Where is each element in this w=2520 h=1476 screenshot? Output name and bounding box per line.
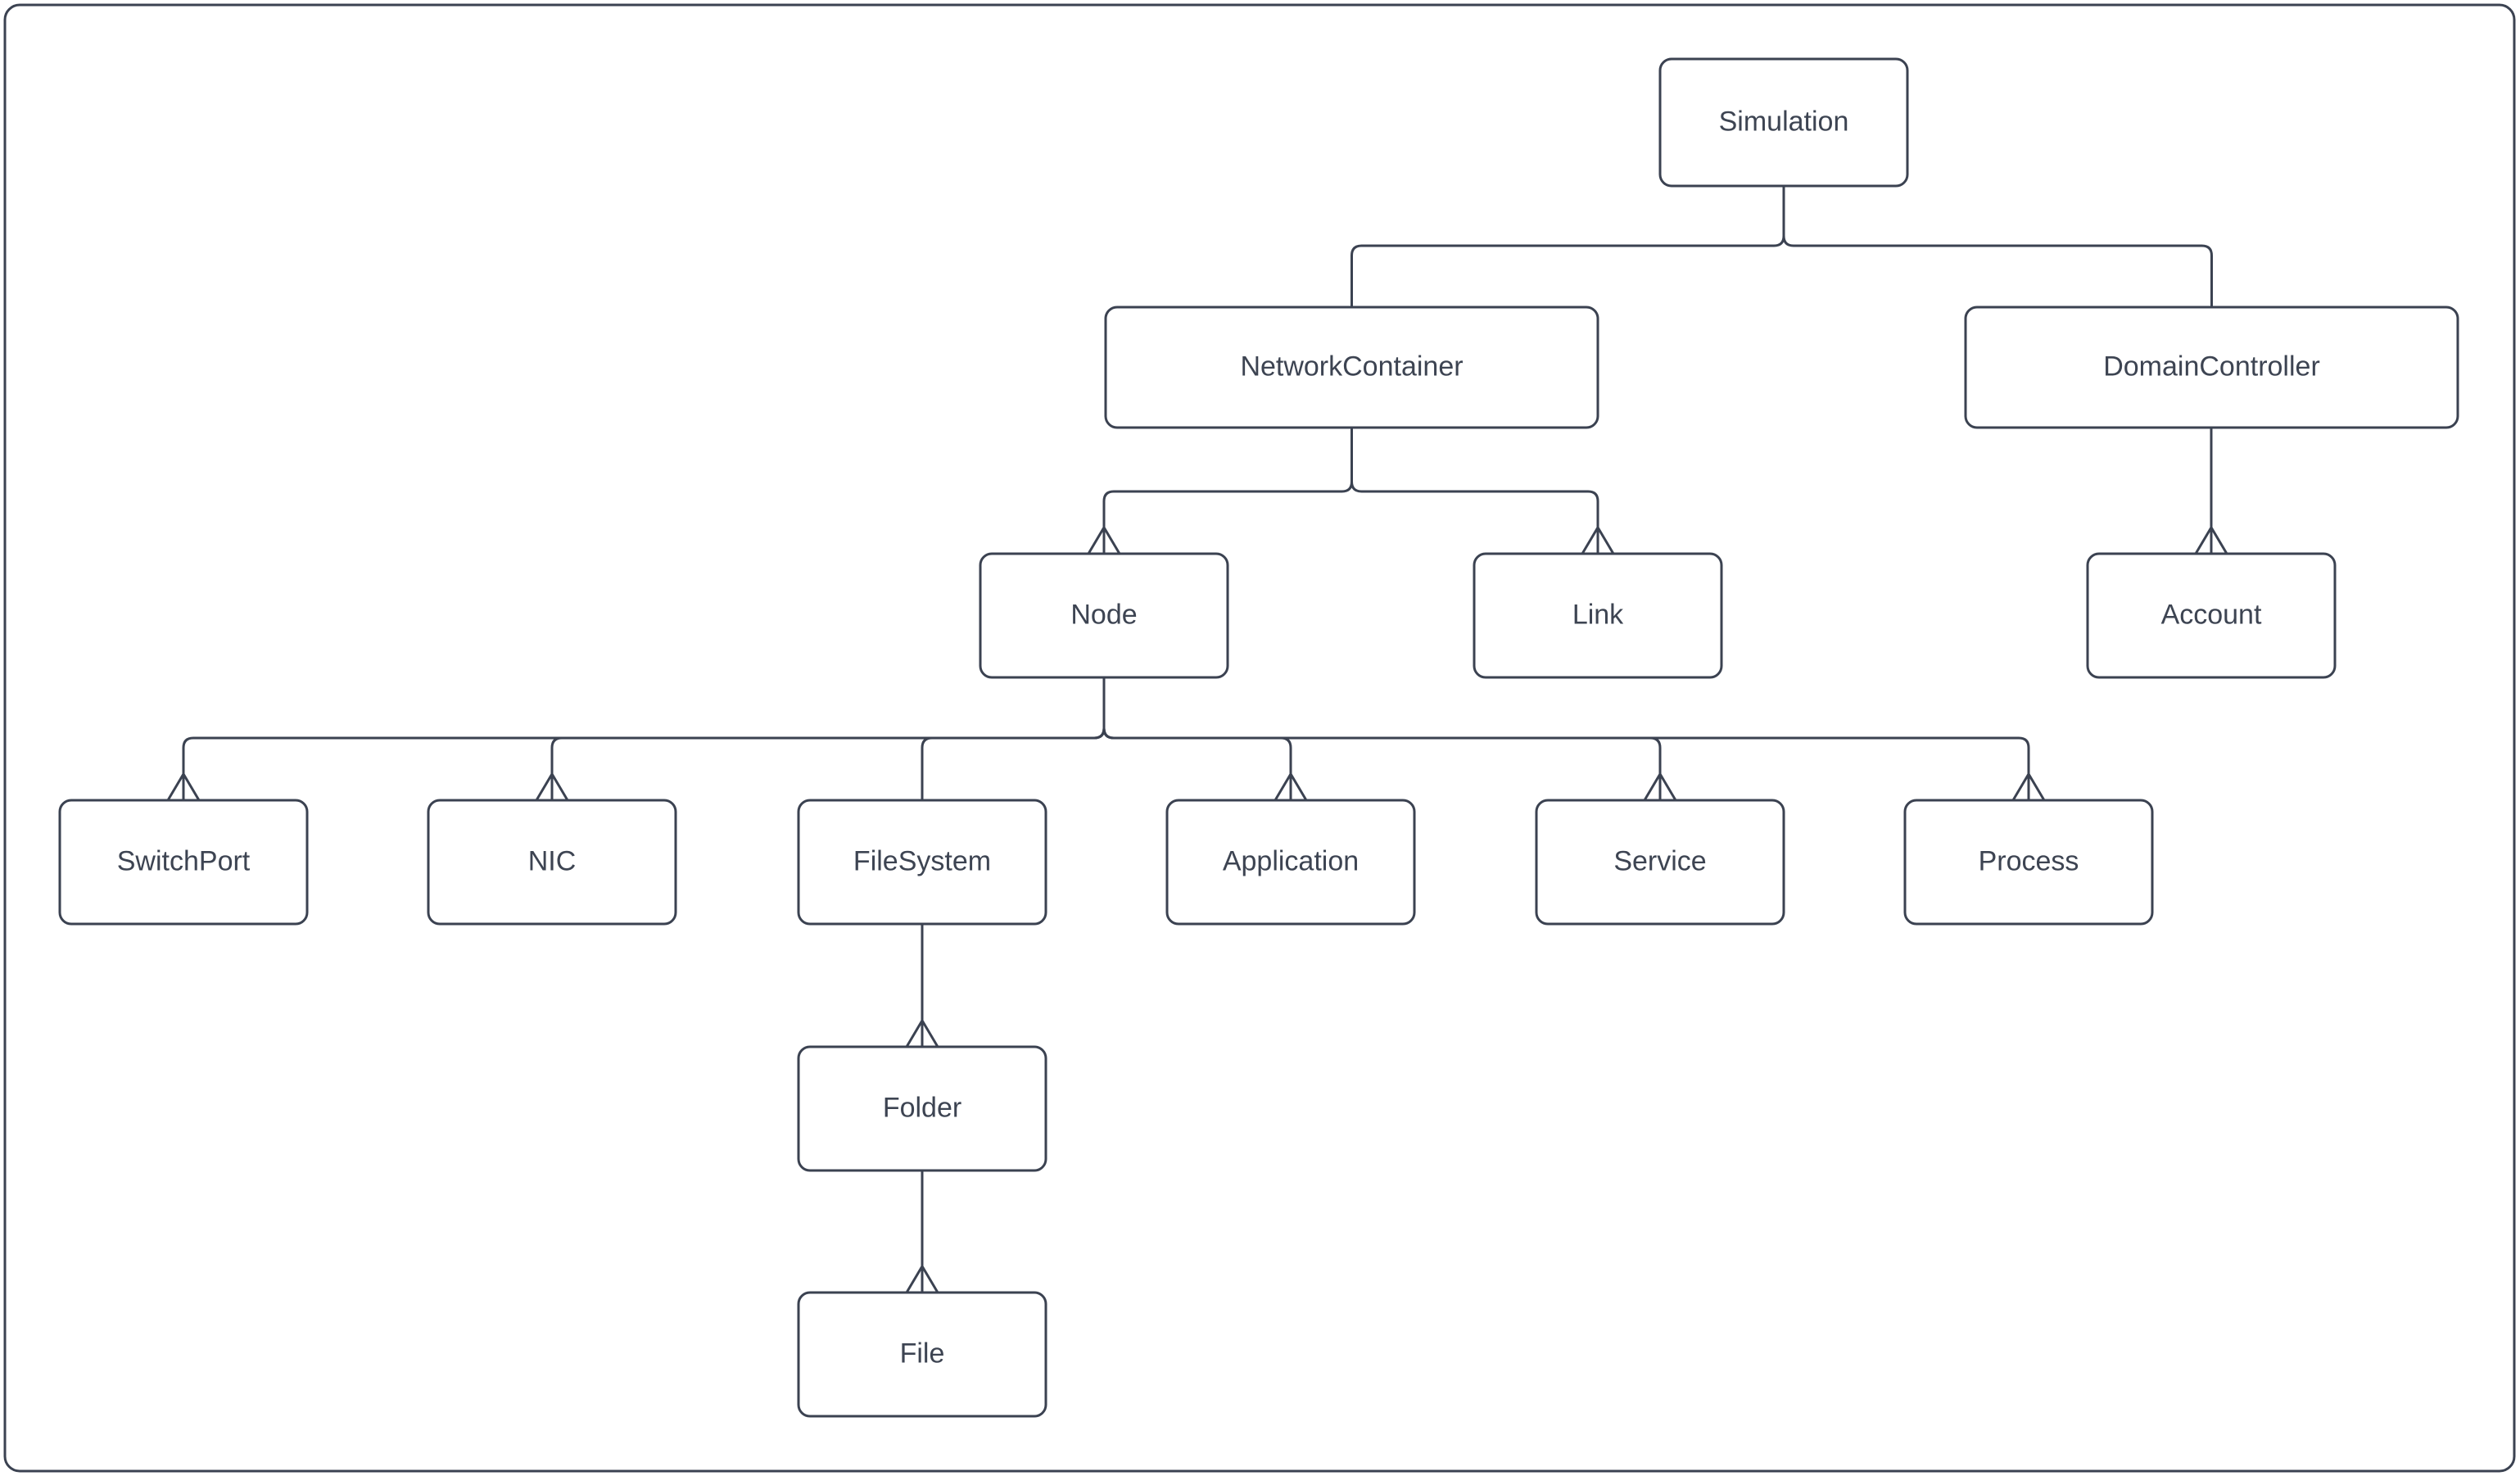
- class-node-account[interactable]: Account: [2086, 552, 2337, 679]
- edge-line: [1782, 186, 2213, 307]
- edge-filesystem-to-folder: [905, 924, 939, 1048]
- class-node-filesystem[interactable]: FileSystem: [797, 799, 1047, 926]
- class-node-label: Service: [1613, 845, 1706, 876]
- class-node-box[interactable]: [58, 799, 309, 926]
- class-node-box[interactable]: [1535, 799, 1785, 926]
- class-node-box[interactable]: [979, 552, 1229, 679]
- edge-simulation-to-domaincontroller: [1782, 186, 2213, 307]
- class-node-label: Folder: [883, 1092, 961, 1123]
- generalization-arrowhead-icon: [1581, 525, 1615, 555]
- class-node-label: Process: [1979, 845, 2079, 876]
- class-node-box[interactable]: [1903, 799, 2154, 926]
- class-node-label: Simulation: [1719, 106, 1849, 137]
- class-node-label: FileSystem: [853, 845, 991, 876]
- generalization-arrowhead-icon: [2011, 772, 2046, 801]
- edge-networkcontainer-to-link: [1350, 428, 1615, 555]
- class-node-service[interactable]: Service: [1535, 799, 1785, 926]
- generalization-arrowhead-icon: [1087, 525, 1121, 555]
- class-node-application[interactable]: Application: [1165, 799, 1416, 926]
- edge-node-to-process: [1102, 677, 2046, 801]
- edge-folder-to-file: [905, 1170, 939, 1293]
- class-node-process[interactable]: Process: [1903, 799, 2154, 926]
- edge-line: [1350, 428, 1599, 553]
- edge-domaincontroller-to-account: [2194, 428, 2228, 555]
- class-node-domaincontroller[interactable]: DomainController: [1964, 306, 2459, 429]
- class-node-label: NIC: [528, 845, 577, 876]
- class-node-node[interactable]: Node: [979, 552, 1229, 679]
- class-node-box[interactable]: [797, 1291, 1047, 1418]
- generalization-arrowhead-icon: [535, 772, 569, 801]
- class-node-label: DomainController: [2103, 351, 2320, 382]
- class-node-label: NetworkContainer: [1240, 351, 1463, 382]
- class-node-label: Application: [1223, 845, 1359, 876]
- class-node-label: Account: [2161, 599, 2262, 630]
- class-node-folder[interactable]: Folder: [797, 1045, 1047, 1172]
- generalization-arrowhead-icon: [905, 1018, 939, 1048]
- generalization-arrowhead-icon: [2194, 525, 2228, 555]
- class-node-box[interactable]: [1165, 799, 1416, 926]
- class-node-switchport[interactable]: SwitchPort: [58, 799, 309, 926]
- class-node-box[interactable]: [797, 1045, 1047, 1172]
- generalization-arrowhead-icon: [1274, 772, 1308, 801]
- class-node-box[interactable]: [1964, 306, 2459, 429]
- class-node-box[interactable]: [1104, 306, 1599, 429]
- class-node-box[interactable]: [1473, 552, 1723, 679]
- class-node-box[interactable]: [2086, 552, 2337, 679]
- class-node-box[interactable]: [1658, 57, 1909, 188]
- edge-layer: [166, 186, 2228, 1293]
- class-node-simulation[interactable]: Simulation: [1658, 57, 1909, 188]
- class-node-link[interactable]: Link: [1473, 552, 1723, 679]
- generalization-arrowhead-icon: [905, 1264, 939, 1293]
- class-node-label: Link: [1572, 599, 1624, 630]
- class-node-label: Node: [1070, 599, 1137, 630]
- class-node-box[interactable]: [427, 799, 677, 926]
- class-node-label: SwitchPort: [117, 845, 251, 876]
- class-node-label: File: [900, 1338, 945, 1369]
- generalization-arrowhead-icon: [166, 772, 201, 801]
- class-node-box[interactable]: [797, 799, 1047, 926]
- generalization-arrowhead-icon: [1643, 772, 1677, 801]
- class-node-nic[interactable]: NIC: [427, 799, 677, 926]
- class-node-networkcontainer[interactable]: NetworkContainer: [1104, 306, 1599, 429]
- edge-line: [1102, 677, 2030, 799]
- class-node-file[interactable]: File: [797, 1291, 1047, 1418]
